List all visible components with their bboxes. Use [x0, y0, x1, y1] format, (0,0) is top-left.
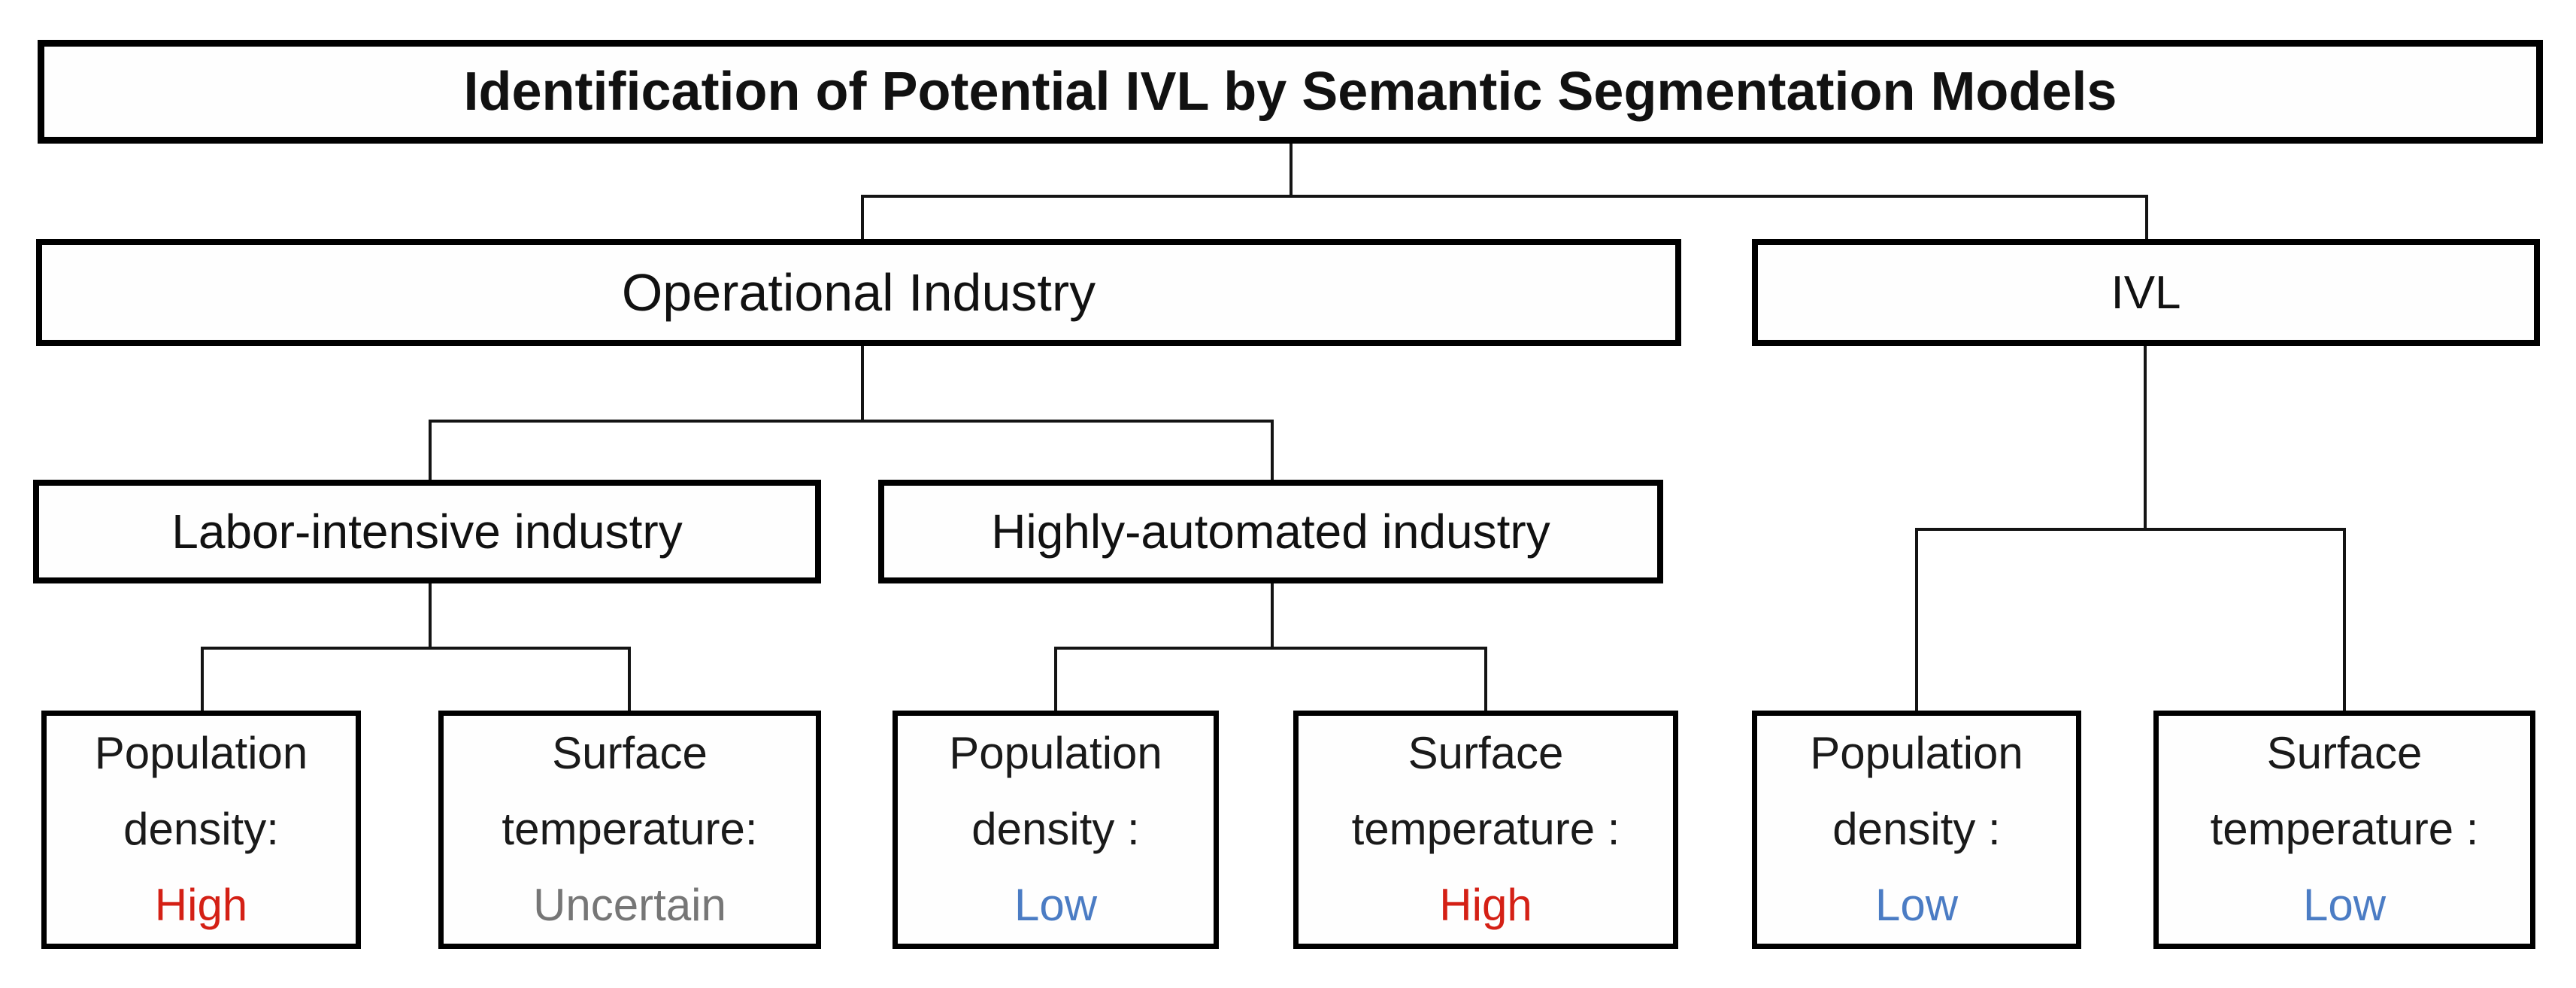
connector-line — [628, 647, 631, 713]
leaf-attribute-line: Surface — [552, 728, 708, 779]
connector-line — [1054, 647, 1487, 650]
node-label: Operational Industry — [621, 263, 1096, 322]
leaf-value: Low — [1874, 879, 1959, 930]
connector-line — [429, 420, 1274, 423]
connector-line — [429, 582, 432, 648]
leaf-population-density-high: Population density: High — [41, 711, 361, 949]
leaf-surface-temperature-uncertain: Surface temperature: Uncertain — [438, 711, 821, 949]
node-labor-intensive-industry: Labor-intensive industry — [33, 480, 821, 583]
leaf-attribute-line: density : — [1832, 804, 2001, 855]
node-label: Labor-intensive industry — [171, 505, 683, 559]
node-label: IVL — [2111, 266, 2181, 319]
connector-line — [1915, 528, 1918, 712]
connector-line — [1915, 528, 2346, 531]
leaf-value: Uncertain — [533, 879, 726, 930]
connector-line — [1484, 647, 1487, 713]
connector-line — [201, 647, 631, 650]
connector-line — [1271, 582, 1274, 648]
node-highly-automated-industry: Highly-automated industry — [878, 480, 1663, 583]
leaf-population-density-low: Population density : Low — [893, 711, 1219, 949]
leaf-attribute-line: Population — [949, 728, 1162, 779]
leaf-attribute-line: Surface — [2266, 728, 2423, 779]
connector-line — [2145, 195, 2148, 242]
connector-line — [861, 195, 2148, 198]
diagram-title-box: Identification of Potential IVL by Seman… — [38, 40, 2543, 144]
leaf-value: High — [154, 879, 248, 930]
leaf-attribute-line: density : — [971, 804, 1140, 855]
connector-line — [429, 420, 432, 483]
leaf-value: Low — [1014, 879, 1098, 930]
leaf-attribute-line: temperature : — [2210, 804, 2479, 855]
leaf-attribute-line: Surface — [1408, 728, 1564, 779]
connector-line — [861, 195, 864, 242]
leaf-population-density-low: Population density : Low — [1752, 711, 2081, 949]
leaf-attribute-line: density: — [123, 804, 279, 855]
leaf-value: High — [1439, 879, 1532, 930]
connector-line — [2144, 344, 2147, 529]
connector-line — [201, 647, 204, 713]
node-label: Highly-automated industry — [991, 505, 1550, 559]
connector-line — [1290, 144, 1293, 196]
connector-line — [861, 344, 864, 421]
leaf-attribute-line: temperature : — [1351, 804, 1620, 855]
leaf-surface-temperature-high: Surface temperature : High — [1293, 711, 1678, 949]
leaf-attribute-line: Population — [94, 728, 308, 779]
connector-line — [1271, 420, 1274, 483]
connector-line — [2343, 528, 2346, 712]
leaf-value: Low — [2302, 879, 2387, 930]
leaf-attribute-line: temperature: — [502, 804, 758, 855]
node-operational-industry: Operational Industry — [36, 239, 1681, 346]
node-ivl: IVL — [1752, 239, 2540, 346]
diagram-title: Identification of Potential IVL by Seman… — [463, 62, 2117, 122]
connector-line — [1054, 647, 1057, 713]
leaf-attribute-line: Population — [1810, 728, 2023, 779]
leaf-surface-temperature-low: Surface temperature : Low — [2153, 711, 2535, 949]
